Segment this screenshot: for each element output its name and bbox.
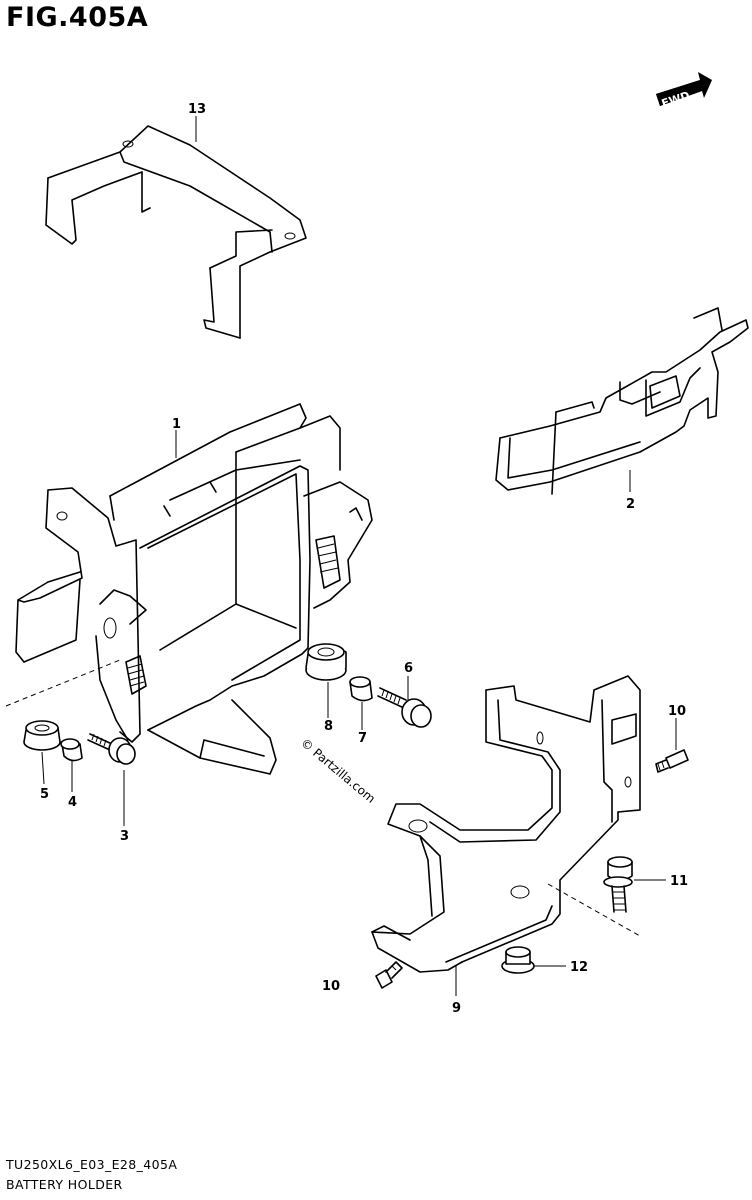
callout-10-upper: 10	[668, 704, 686, 719]
part-12-nut	[501, 946, 535, 974]
part-7-collar	[349, 676, 373, 702]
part-6-bolt	[377, 687, 432, 728]
leader-lines	[41, 116, 677, 996]
part-5-grommet	[23, 720, 61, 751]
figure-title: FIG.405A	[6, 2, 149, 33]
part-3-bolt	[87, 733, 136, 765]
callout-13: 13	[188, 102, 206, 117]
callout-1: 1	[172, 417, 181, 432]
fwd-arrow-icon: FWD	[656, 72, 712, 110]
figure-code: TU250XL6_E03_E28_405A	[6, 1157, 178, 1172]
part-4-collar	[60, 738, 83, 762]
callout-11: 11	[670, 874, 688, 889]
watermark-text: © Partzilla.com	[298, 736, 378, 806]
assembly-line-left	[5, 659, 121, 707]
callout-8: 8	[324, 719, 333, 734]
part-1-battery-box	[15, 403, 373, 775]
part-13-cover	[45, 125, 307, 339]
callout-7: 7	[358, 731, 367, 746]
part-9-lower-bracket	[371, 675, 641, 973]
callout-3: 3	[120, 829, 129, 844]
callout-9: 9	[452, 1001, 461, 1016]
part-2-bracket	[495, 307, 749, 495]
callout-4: 4	[68, 795, 77, 810]
part-8-grommet	[305, 643, 347, 681]
figure-name: BATTERY HOLDER	[6, 1177, 123, 1192]
callout-2: 2	[626, 497, 635, 512]
part-10-bolt-upper	[655, 749, 689, 773]
part-11-bolt	[603, 856, 633, 913]
callout-6: 6	[404, 661, 413, 676]
callout-12: 12	[570, 960, 588, 975]
callout-5: 5	[40, 787, 49, 802]
part-10-bolt-lower	[375, 961, 403, 989]
callout-10-lower: 10	[322, 979, 340, 994]
